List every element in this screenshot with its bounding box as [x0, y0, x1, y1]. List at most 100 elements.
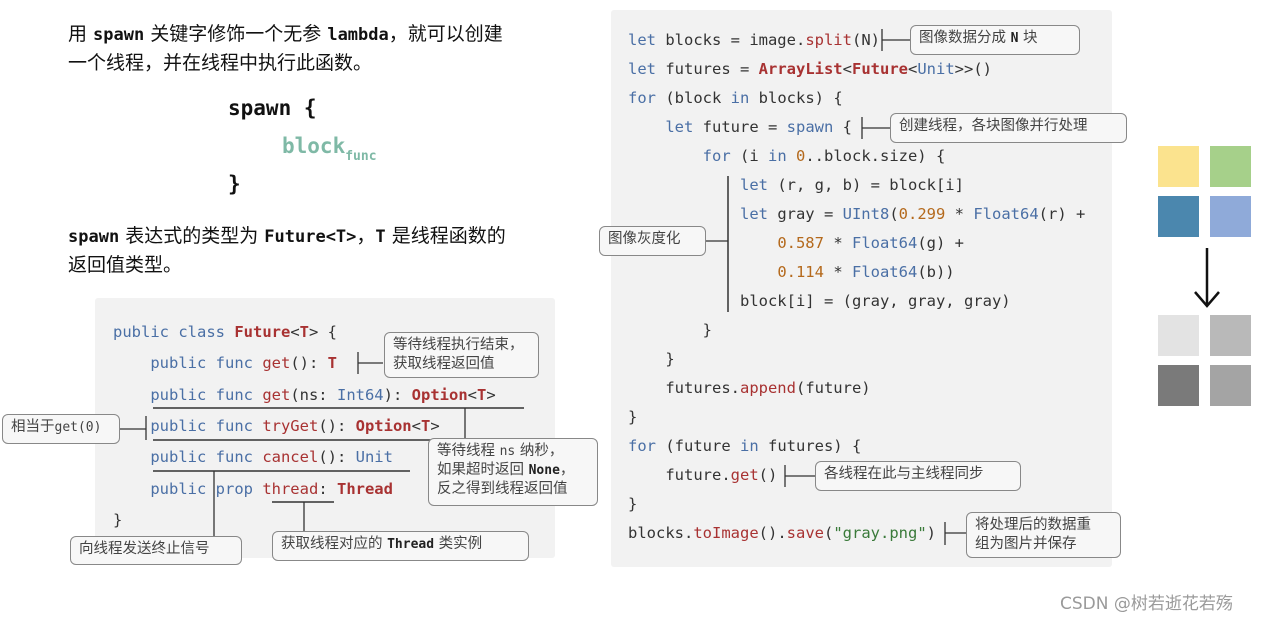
- code-line: }: [628, 407, 637, 427]
- code-token: ArrayList: [758, 60, 843, 78]
- code-token: (r) +: [1038, 205, 1086, 223]
- spawn-close: }: [228, 172, 241, 196]
- code-token: save: [786, 524, 824, 542]
- code-token: for: [628, 437, 666, 455]
- code-token: in: [739, 437, 759, 455]
- code-token: gray =: [777, 205, 843, 223]
- gray-block: [1210, 315, 1251, 356]
- code-token: future.: [628, 466, 731, 484]
- code-token: in: [730, 89, 750, 107]
- code-token: Option: [355, 416, 412, 435]
- code-token: thread: [262, 479, 319, 498]
- code-token: let: [628, 31, 666, 49]
- code-token: Future: [852, 60, 908, 78]
- code-token: split: [805, 31, 852, 49]
- code-line: for (future in futures) {: [628, 436, 861, 456]
- code-token: 0.587: [777, 234, 824, 252]
- code-token: (i: [739, 147, 768, 165]
- code-token: >>(): [954, 60, 992, 78]
- code-token: }: [628, 495, 638, 513]
- code-token: Float64: [973, 205, 1039, 223]
- code-token: (future): [795, 379, 871, 397]
- code-token: (: [823, 524, 834, 542]
- note-thread: 获取线程对应的 Thread 类实例: [272, 531, 529, 561]
- code-token: <: [908, 60, 918, 78]
- gray-block: [1210, 365, 1251, 406]
- code-token: }: [113, 510, 123, 529]
- code-token: futures) {: [758, 437, 862, 455]
- code-line: }: [628, 349, 675, 369]
- code-token: get: [730, 466, 759, 484]
- code-token: T: [420, 416, 431, 435]
- note-get-ns: 等待线程 ns 纳秒， 如果超时返回 None， 反之得到线程返回值: [428, 438, 598, 506]
- note-get: 等待线程执行结束，获取线程返回值: [384, 332, 539, 378]
- code-token: > {: [309, 323, 338, 341]
- code-token: (g) +: [917, 234, 964, 252]
- note-cancel: 向线程发送终止信号: [70, 536, 242, 565]
- code-token: <: [290, 323, 300, 341]
- code-token: blocks = image.: [665, 31, 806, 49]
- code-line: }: [628, 320, 712, 340]
- code-token: Unit: [917, 60, 955, 78]
- intro-paragraph: 用 spawn 关键字修饰一个无参 lambda，就可以创建 一个线程，并在线程…: [68, 23, 503, 74]
- code-token: Unit: [355, 448, 393, 467]
- code-token: {: [833, 118, 852, 136]
- code-token: get: [262, 385, 291, 404]
- code-token: get: [262, 354, 291, 373]
- code-token: "gray.png": [833, 524, 927, 542]
- code-line: let future = spawn {: [628, 117, 852, 137]
- gray-block: [1158, 365, 1199, 406]
- type-paragraph: spawn 表达式的类型为 Future<T>，T 是线程函数的 返回值类型。: [68, 225, 506, 276]
- code-token: public func: [113, 385, 263, 404]
- code-line: public func tryGet(): Option<T>: [113, 416, 439, 436]
- code-line: public func get(): T: [113, 353, 337, 373]
- code-line: 0.587 * Float64(g) +: [628, 233, 964, 253]
- note-sync: 各线程在此与主线程同步: [815, 461, 1021, 491]
- code-token: public func: [113, 448, 263, 467]
- code-token: in: [767, 147, 796, 165]
- code-token: (b)): [917, 263, 955, 281]
- code-line: let futures = ArrayList<Future<Unit>>(): [628, 59, 992, 79]
- code-token: tryGet: [262, 416, 319, 435]
- code-token: future =: [702, 118, 787, 136]
- note-gray: 图像灰度化: [599, 226, 706, 256]
- code-token: *: [945, 205, 974, 223]
- code-token: UInt8: [842, 205, 890, 223]
- code-line: }: [628, 494, 637, 514]
- code-token: }: [628, 408, 638, 426]
- code-token: Float64: [851, 263, 918, 281]
- code-token: 0: [795, 147, 806, 165]
- code-token: }: [628, 350, 675, 368]
- code-token: blocks.: [628, 524, 694, 542]
- code-token: public func: [113, 416, 263, 435]
- code-token: T: [477, 385, 487, 404]
- code-line: let blocks = image.split(N): [628, 30, 880, 50]
- code-token: ): [926, 524, 936, 542]
- code-token: cancel: [262, 448, 319, 467]
- code-token: (ns:: [290, 385, 337, 404]
- code-token: *: [823, 263, 852, 281]
- code-token: (): [758, 466, 778, 484]
- code-line: futures.append(future): [628, 378, 871, 398]
- code-line: }: [113, 510, 122, 530]
- code-token: futures.: [628, 379, 740, 397]
- code-token: (N): [851, 31, 880, 49]
- code-line: public prop thread: Thread: [113, 479, 393, 499]
- code-line: future.get(): [628, 465, 777, 485]
- block-func: blockfunc: [282, 134, 377, 164]
- code-token: (block: [665, 89, 731, 107]
- color-block: [1210, 146, 1251, 187]
- color-block: [1158, 146, 1199, 187]
- code-token: >: [486, 385, 496, 404]
- watermark: CSDN @树若逝花若殇: [1060, 594, 1233, 614]
- code-token: ().: [758, 524, 787, 542]
- code-line: public func get(ns: Int64): Option<T>: [113, 385, 496, 405]
- code-token: :: [318, 479, 337, 498]
- spawn-keyword: spawn {: [228, 96, 317, 120]
- code-token: public class: [113, 323, 235, 341]
- code-token: toImage: [693, 524, 759, 542]
- code-token: T: [327, 354, 337, 373]
- color-block: [1210, 196, 1251, 237]
- down-arrow-icon: [1194, 248, 1220, 308]
